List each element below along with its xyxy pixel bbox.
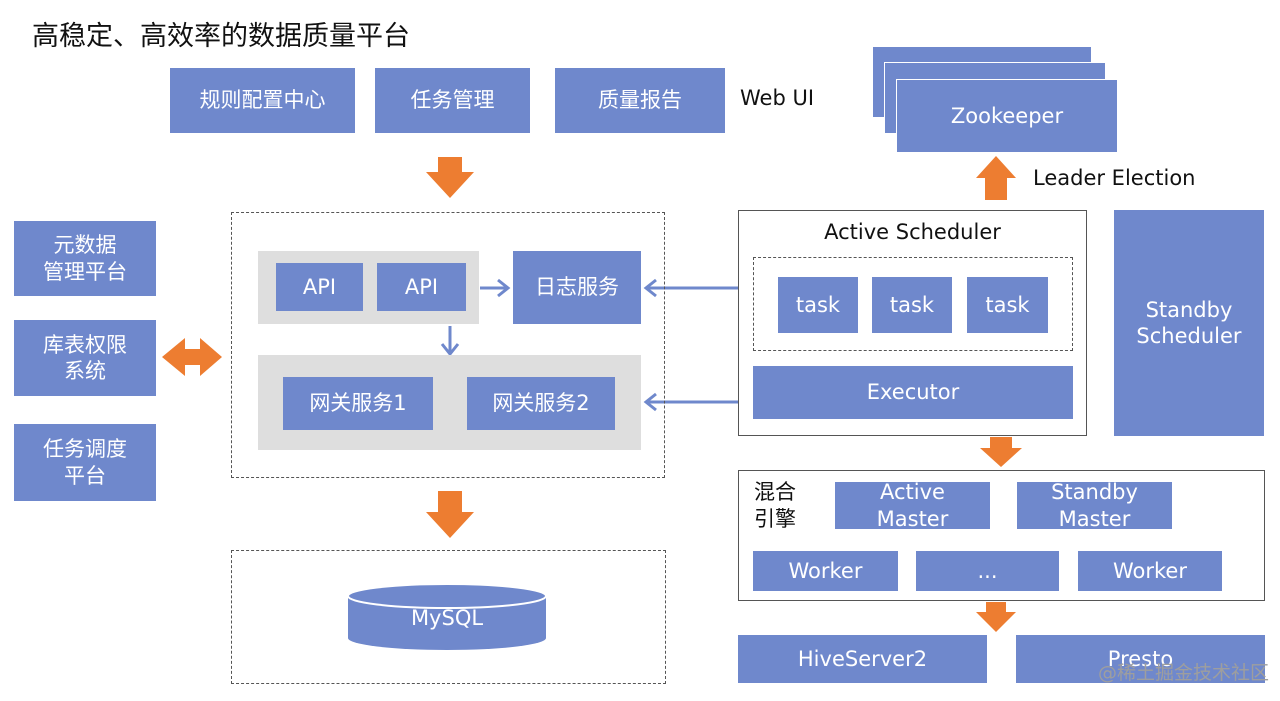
task-block-1: task — [778, 277, 858, 333]
worker-block-2: Worker — [1078, 551, 1222, 591]
page-title: 高稳定、高效率的数据质量平台 — [32, 21, 410, 52]
orange-double-arrow-systems — [162, 338, 222, 376]
hybrid-engine-label: 混合 引擎 — [754, 480, 796, 532]
worker-block-ellipsis: ... — [916, 551, 1059, 591]
database-icon — [347, 583, 547, 650]
orange-arrow-scheduler-to-engine — [980, 437, 1022, 467]
hiveserver2-block: HiveServer2 — [738, 635, 987, 683]
api-block-1: API — [276, 263, 363, 311]
standby-scheduler-block: Standby Scheduler — [1114, 210, 1264, 436]
api-block-2: API — [377, 263, 466, 311]
service-cluster-container — [231, 212, 665, 478]
orange-arrow-engine-to-backends — [976, 602, 1016, 632]
zookeeper-node: Zookeeper — [896, 79, 1118, 153]
orange-arrow-services-to-mysql — [426, 491, 474, 538]
table-permission-system-block: 库表权限 系统 — [14, 320, 156, 396]
log-service-block: 日志服务 — [513, 251, 641, 324]
metadata-platform-block: 元数据 管理平台 — [14, 221, 156, 296]
gateway-service-1-block: 网关服务1 — [283, 377, 433, 430]
gateway-service-2-block: 网关服务2 — [467, 377, 615, 430]
task-block-3: task — [967, 277, 1048, 333]
worker-block-1: Worker — [753, 551, 898, 591]
web-ui-label: Web UI — [740, 86, 815, 110]
mysql-label: MySQL — [410, 606, 484, 630]
task-block-2: task — [872, 277, 952, 333]
standby-master-block: Standby Master — [1017, 480, 1172, 531]
storage-container — [231, 550, 666, 684]
active-master-block: Active Master — [835, 480, 990, 531]
watermark: @稀土掘金技术社区 — [1098, 662, 1270, 684]
task-management-block: 任务管理 — [375, 68, 530, 133]
quality-report-block: 质量报告 — [555, 68, 725, 133]
executor-block: Executor — [753, 366, 1073, 419]
orange-arrow-up-to-zookeeper — [976, 156, 1016, 200]
task-scheduling-platform-block: 任务调度 平台 — [14, 424, 156, 501]
active-scheduler-title: Active Scheduler — [824, 220, 1001, 244]
task-pool-container — [753, 257, 1073, 351]
orange-arrow-webui-to-services — [426, 157, 474, 198]
rule-config-center-block: 规则配置中心 — [170, 68, 355, 133]
presto-block: Presto — [1016, 635, 1265, 683]
leader-election-label: Leader Election — [1033, 166, 1196, 190]
